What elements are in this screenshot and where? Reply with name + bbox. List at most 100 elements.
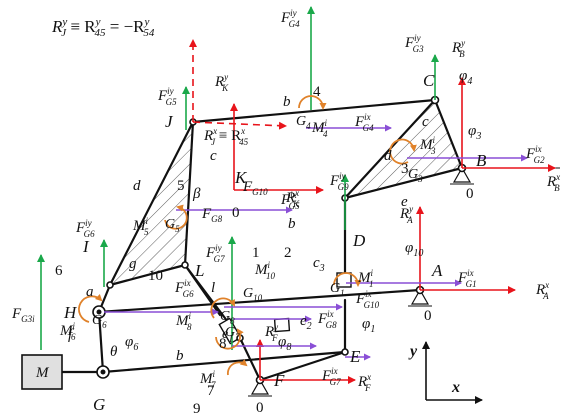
svg-text:G1: G1 [330,281,345,298]
svg-text:RyA: RyA [399,204,413,225]
svg-text:Mi4: Mi4 [311,118,328,139]
svg-text:1: 1 [252,245,260,261]
svg-text:10: 10 [148,268,163,284]
svg-text:K: K [234,168,248,187]
svg-text:f: f [68,327,74,343]
svg-text:a: a [86,284,94,300]
svg-text:9: 9 [193,401,201,417]
svg-text:β: β [192,186,201,202]
svg-text:G7: G7 [225,325,240,342]
svg-text:RyF: RyF [264,322,278,343]
svg-text:6: 6 [55,263,63,279]
svg-text:2: 2 [284,245,292,261]
svg-text:θ: θ [110,344,118,360]
svg-text:l: l [211,280,215,296]
inertia-x-arrows [104,124,528,361]
length-labels: b c d c d b e g a f b l c3 e2 e1 [68,94,429,364]
svg-text:c: c [210,148,217,164]
svg-text:b: b [283,94,291,110]
svg-text:G6: G6 [92,313,107,330]
svg-text:φ10: φ10 [405,240,423,259]
svg-text:b: b [288,216,296,232]
length-c3: c3 [313,255,325,274]
svg-text:5: 5 [177,178,185,194]
svg-text:E: E [349,347,361,366]
length-e1-small: e1 [222,327,233,345]
link-number-labels: 4 5 6 10 1 2 8 7 9 0 0 0 0 3 [55,84,474,417]
length-e2: e2 [300,313,312,332]
angle-labels: φ3 φ4 φ10 φ1 φ6 φ8 θ β [110,68,481,360]
svg-text:e: e [401,194,408,210]
svg-text:Mi5: Mi5 [132,216,149,237]
svg-text:d: d [133,178,141,194]
moment-arcs [78,95,417,376]
svg-text:RxA: RxA [535,280,549,301]
svg-text:RyK: RyK [214,72,229,93]
svg-text:C: C [423,71,435,90]
ground-supports [248,166,474,397]
svg-text:G3: G3 [408,167,423,184]
svg-text:RxB: RxB [546,172,560,193]
svg-text:A: A [431,261,443,280]
point-labels: C B J K D A I L H E F G [63,71,487,414]
svg-text:7: 7 [207,383,215,399]
svg-text:0: 0 [232,205,240,221]
svg-text:0: 0 [466,186,474,202]
svg-text:H: H [63,303,78,322]
reaction-arrows [189,39,556,384]
svg-text:0: 0 [424,308,432,324]
svg-text:8: 8 [219,336,227,352]
mass-label: M [35,365,50,381]
svg-text:4: 4 [313,84,321,100]
svg-text:d: d [384,148,392,164]
svg-text:φ8: φ8 [278,334,291,353]
svg-text:I: I [82,237,90,256]
svg-text:0: 0 [256,400,264,416]
link-3-triangle [345,100,462,198]
svg-text:x: x [451,379,460,396]
svg-text:c: c [422,114,429,130]
svg-text:G5: G5 [165,217,180,234]
svg-text:Mi8: Mi8 [175,311,192,332]
svg-text:G10: G10 [243,286,263,303]
svg-text:φ6: φ6 [125,334,138,353]
svg-text:G4: G4 [296,114,311,131]
svg-text:FG10: FG10 [242,179,268,197]
svg-text:φ1: φ1 [362,316,375,335]
svg-text:B: B [476,151,487,170]
coordinate-axes: y x [408,341,483,404]
svg-text:φ4: φ4 [459,68,472,87]
svg-text:3: 3 [401,161,409,177]
svg-text:Mi1: Mi1 [357,268,374,289]
svg-text:Mi7: Mi7 [199,369,216,390]
svg-text:G8: G8 [220,309,235,326]
svg-text:RxK: RxK [285,188,300,209]
svg-text:b: b [176,348,184,364]
svg-text:RxF: RxF [357,372,371,393]
svg-text:Mi6: Mi6 [59,321,76,342]
svg-text:J: J [165,112,174,131]
svg-text:y: y [408,343,418,360]
mass-block [21,354,63,390]
svg-text:FG3i: FG3i [11,306,35,324]
